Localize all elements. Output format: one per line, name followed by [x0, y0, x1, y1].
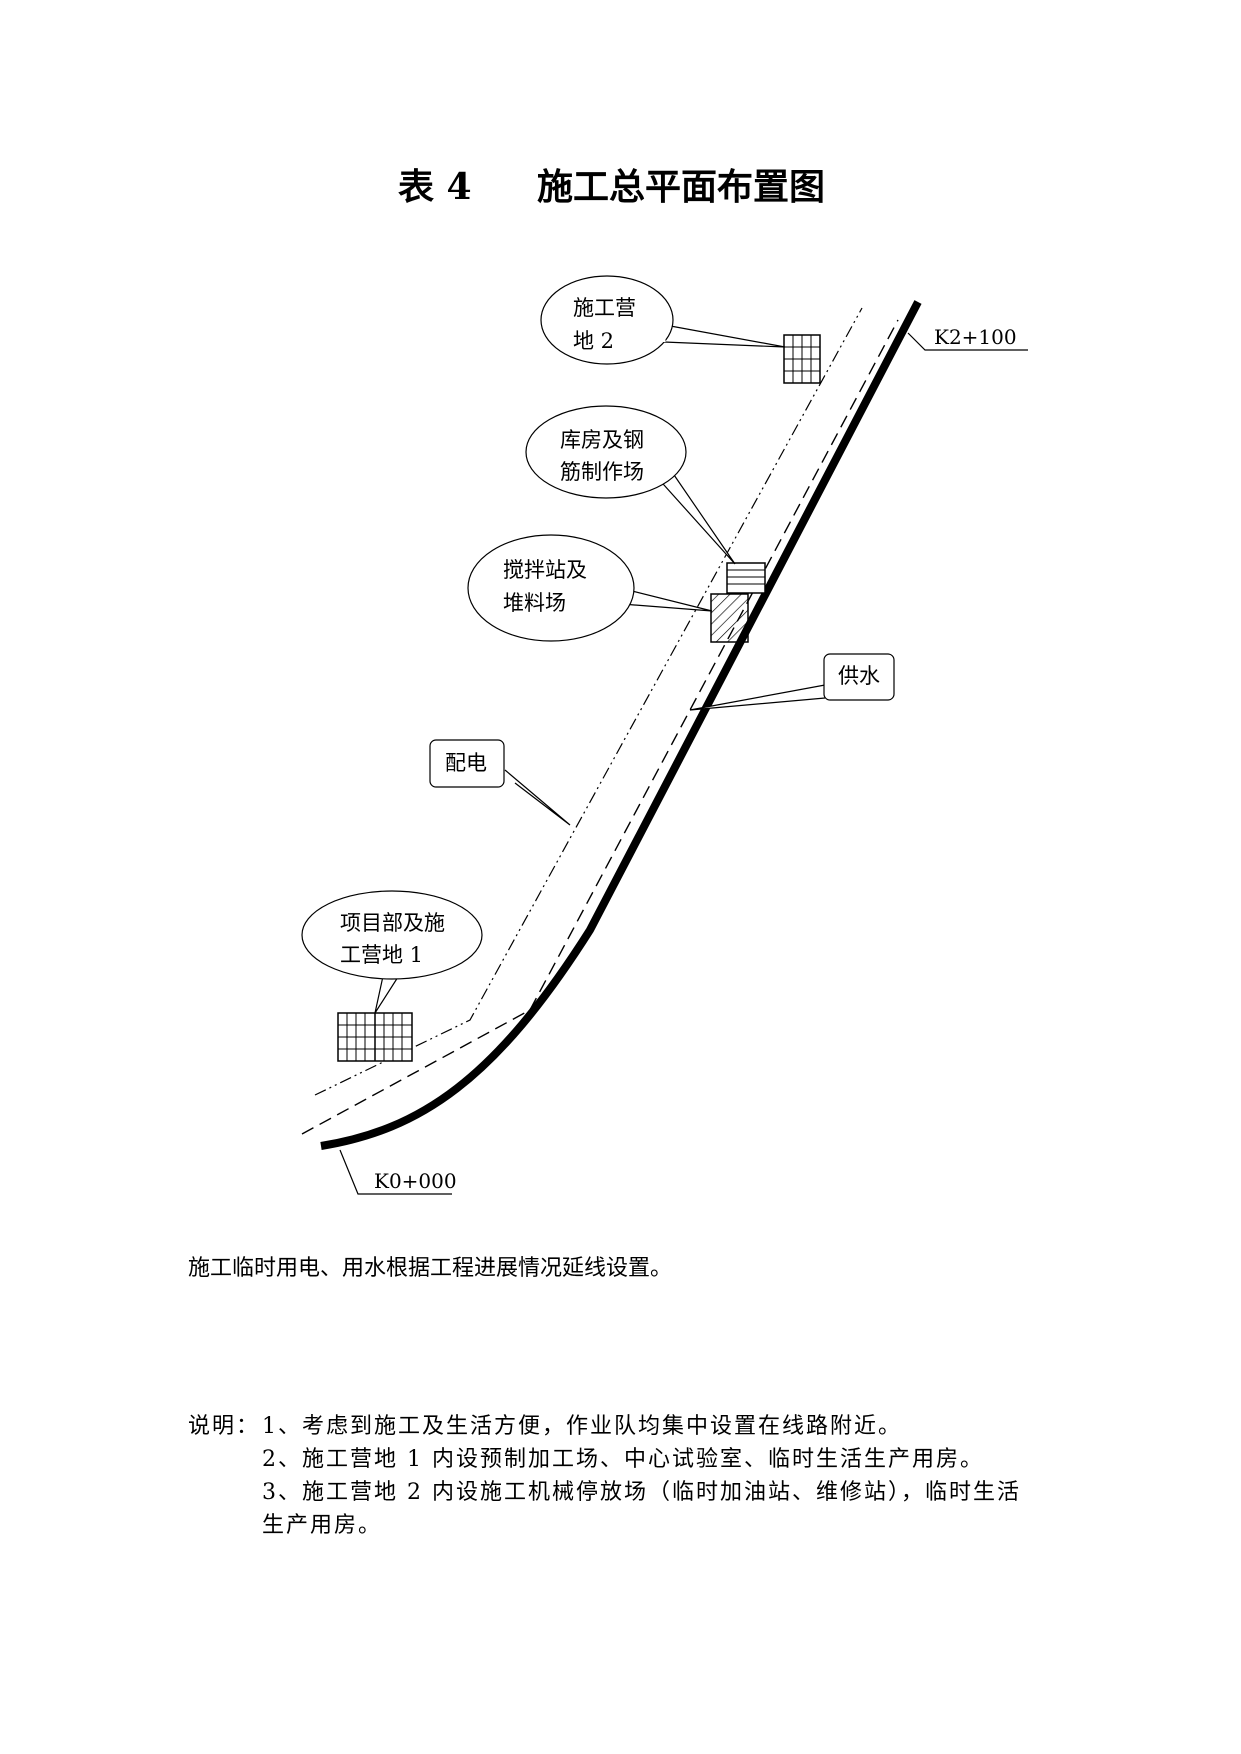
station-leader-start — [339, 1149, 452, 1195]
mixing-station-block — [710, 593, 749, 643]
camp-1-grid — [337, 1012, 413, 1062]
callout-camp-2-line2: 地 2 — [573, 329, 614, 353]
temporary-supply-note: 施工临时用电、用水根据工程进展情况延线设置。 — [188, 1256, 673, 1281]
power-line — [314, 307, 863, 1096]
road-alignment — [320, 300, 922, 1150]
callout-water: 供水 — [689, 653, 895, 711]
station-label-end: K2+100 — [934, 325, 1017, 349]
callout-hq-line1: 项目部及施 — [340, 911, 445, 935]
station-leader-end — [907, 332, 1028, 351]
camp-2-grid — [783, 334, 821, 384]
water-supply-line — [301, 319, 899, 1135]
callout-power-label: 配电 — [445, 751, 487, 775]
warehouse-block — [726, 562, 766, 594]
callout-mixing-line2: 堆料场 — [503, 591, 566, 615]
callout-water-label: 供水 — [838, 664, 880, 688]
remarks-item-3: 3、施工营地 2 内设施工机械停放场（临时加油站、维修站），临时生活 — [262, 1480, 1021, 1505]
callout-power: 配电 — [429, 739, 571, 826]
callout-warehouse: 库房及钢 筋制作场 — [525, 405, 736, 565]
callout-warehouse-line2: 筋制作场 — [560, 460, 644, 484]
remarks-lead: 说明： — [188, 1414, 261, 1439]
remarks-item-2: 2、施工营地 1 内设预制加工场、中心试验室、临时生活生产用房。 — [262, 1447, 984, 1472]
callout-mixing-line1: 搅拌站及 — [503, 558, 587, 582]
remarks-row: 生产用房。 — [188, 1509, 1042, 1542]
remarks-row: 说明： 1、考虑到施工及生活方便，作业队均集中设置在线路附近。 — [188, 1410, 1042, 1443]
page-title: 表 4 施工总平面布置图 — [0, 158, 1241, 218]
remarks: 说明： 1、考虑到施工及生活方便，作业队均集中设置在线路附近。 2、施工营地 1… — [188, 1410, 1042, 1542]
remarks-row: 2、施工营地 1 内设预制加工场、中心试验室、临时生活生产用房。 — [188, 1443, 1042, 1476]
callout-hq: 项目部及施 工营地 1 — [301, 890, 483, 1014]
remarks-row: 3、施工营地 2 内设施工机械停放场（临时加油站、维修站），临时生活 — [188, 1476, 1042, 1509]
callout-hq-line2: 工营地 1 — [340, 943, 423, 967]
station-label-start: K0+000 — [374, 1169, 457, 1193]
remarks-item-1: 1、考虑到施工及生活方便，作业队均集中设置在线路附近。 — [262, 1414, 902, 1439]
table-title: 施工总平面布置图 — [537, 166, 826, 208]
table-number: 表 4 — [398, 166, 472, 208]
callout-warehouse-line1: 库房及钢 — [560, 428, 644, 452]
callout-camp-2-line1: 施工营 — [573, 296, 636, 320]
callout-camp-2: 施工营 地 2 — [540, 275, 786, 365]
remarks-item-3-cont: 生产用房。 — [262, 1513, 383, 1538]
callout-mixing-station: 搅拌站及 堆料场 — [467, 534, 713, 642]
